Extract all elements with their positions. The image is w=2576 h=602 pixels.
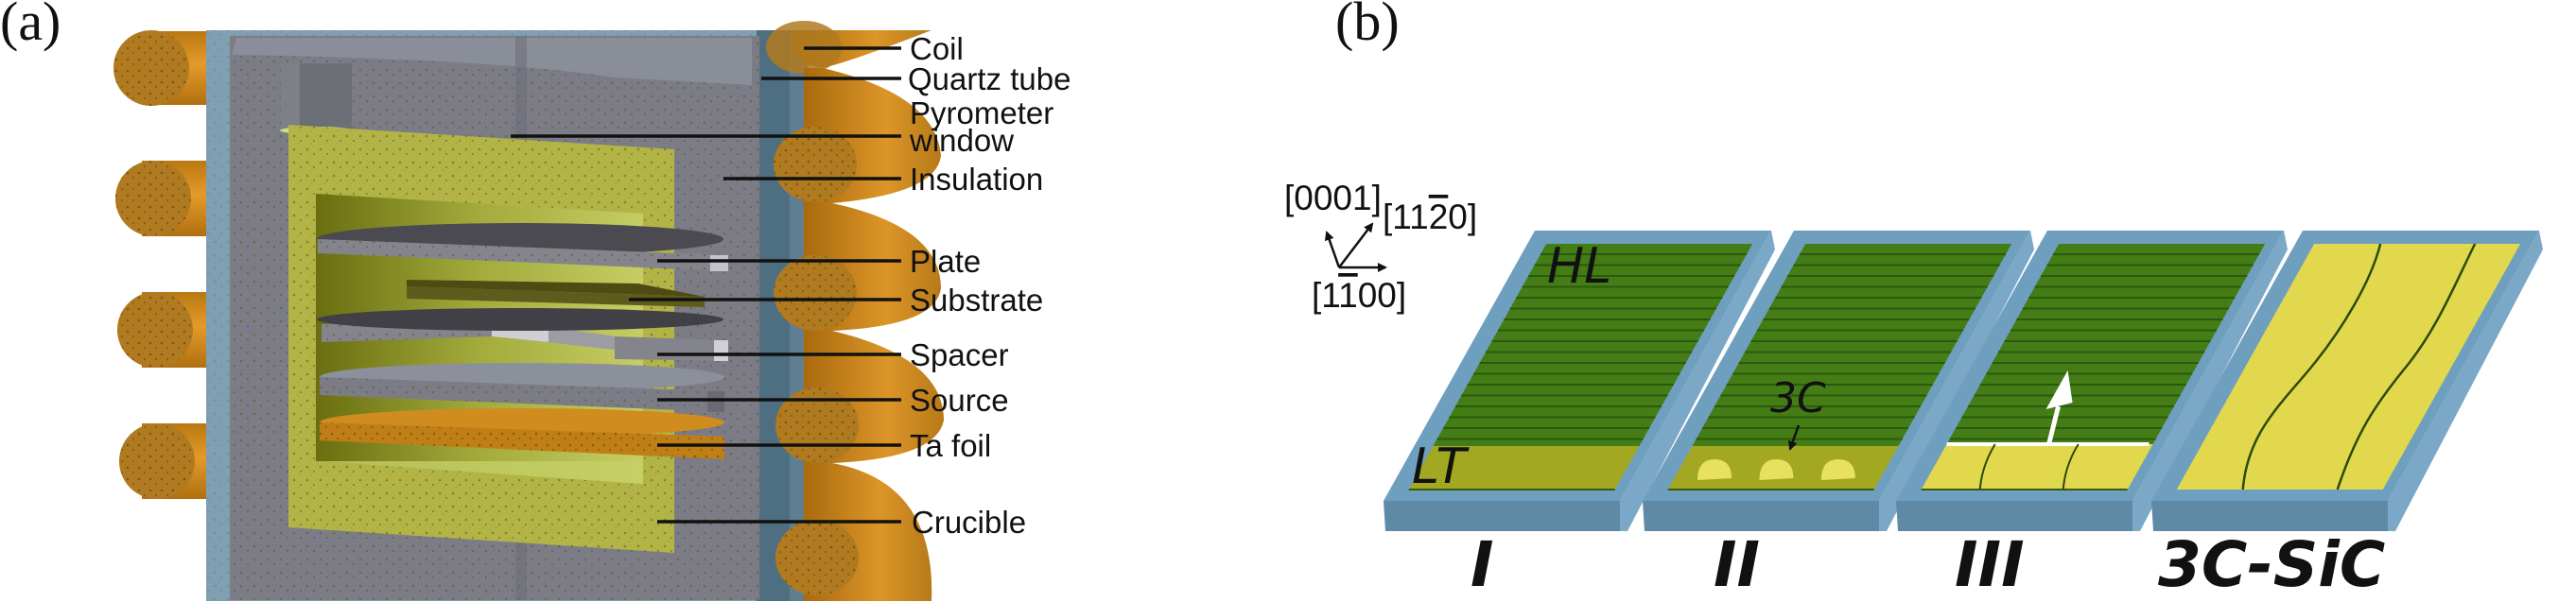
coil-turn <box>115 161 218 236</box>
growth-stages-diagram: [0001] [1120] [1100] HL LT 3C I II III 3… <box>1284 179 2543 601</box>
label-source: Source <box>910 383 1009 418</box>
source-disc <box>320 363 724 412</box>
slab-front-face <box>1896 501 2132 531</box>
ta-foil-disc <box>320 408 724 459</box>
slab-side-face <box>1879 231 2034 531</box>
label-spacer: Spacer <box>910 337 1009 372</box>
stage-slab <box>1384 231 1775 531</box>
growth-arrow-head <box>2045 370 2073 409</box>
domain-boundary <box>2062 443 2080 490</box>
stage-slab <box>1643 231 2034 531</box>
stage-label-ii: II <box>1714 528 1760 601</box>
cubic-band <box>1921 444 2153 490</box>
coil-turn <box>113 30 218 106</box>
coil-turn <box>117 292 218 368</box>
growth-arrow-shaft <box>2046 405 2061 445</box>
panel-a-label: (a) <box>0 0 61 52</box>
stage-slab <box>2151 231 2543 531</box>
label-ta-foil: Ta foil <box>910 428 991 463</box>
label-pyrometer: Pyrometer <box>910 95 1053 130</box>
label-3c: 3C <box>1770 374 1826 422</box>
3c-nucleus <box>1697 459 1732 480</box>
label-plate: Plate <box>910 244 981 279</box>
substrate-piece <box>407 280 705 307</box>
label-coil: Coil <box>910 31 964 66</box>
slab-side-face <box>2388 231 2543 531</box>
domain-boundary <box>1978 443 1996 490</box>
slab-side-face <box>1620 231 1775 531</box>
coil-turn <box>119 423 218 499</box>
label-crucible: Crucible <box>912 505 1026 540</box>
direction-1-100: [1100] <box>1312 276 1406 315</box>
arrow-3c <box>1788 424 1801 451</box>
plate-disc <box>317 223 728 271</box>
arrow-0001 <box>1324 231 1341 268</box>
growth-stage-slabs <box>1384 231 2543 531</box>
direction-0001: [0001] <box>1284 179 1382 217</box>
label-quartz-tube: Quartz tube <box>908 61 1070 96</box>
spacer-ring <box>317 308 728 361</box>
3c-nucleus <box>1759 459 1794 480</box>
furnace-diagram: Coil Quartz tube Pyrometer window Insula… <box>113 21 1070 601</box>
component-labels: Coil Quartz tube Pyrometer window Insula… <box>908 31 1070 540</box>
slab-front-face <box>1384 501 1620 531</box>
stage-label-3c-sic: 3C-SiC <box>2158 528 2385 601</box>
hexagonal-layer <box>1946 244 2266 444</box>
stage-slab <box>1896 231 2288 531</box>
label-hl: HL <box>1547 238 1611 295</box>
3c-nucleus <box>1820 459 1855 480</box>
label-pyrometer-window: window <box>909 123 1014 158</box>
label-insulation: Insulation <box>910 162 1043 197</box>
label-substrate: Substrate <box>910 283 1043 318</box>
crystal-direction-axes: [0001] [1120] [1100] <box>1284 179 1477 315</box>
label-lt: LT <box>1412 439 1470 495</box>
slab-front-face <box>1643 501 1879 531</box>
domain-boundary <box>2336 243 2477 490</box>
stage-label-i: I <box>1471 528 1494 601</box>
overbar-digit: 2 <box>1429 198 1449 236</box>
domain-boundary <box>2241 243 2382 490</box>
leader-lines <box>511 46 901 524</box>
arrow-11-20 <box>1338 222 1374 268</box>
overbar-digit: 1 <box>1338 276 1358 315</box>
coil-left-turns <box>113 30 218 499</box>
panel-b-label: (b) <box>1335 0 1400 52</box>
stage-label-iii: III <box>1955 528 2025 601</box>
slab-side-face <box>2132 231 2288 531</box>
lt-band <box>1408 446 1640 490</box>
slab-front-face <box>2151 501 2388 531</box>
direction-11-20: [1120] <box>1383 198 1477 236</box>
